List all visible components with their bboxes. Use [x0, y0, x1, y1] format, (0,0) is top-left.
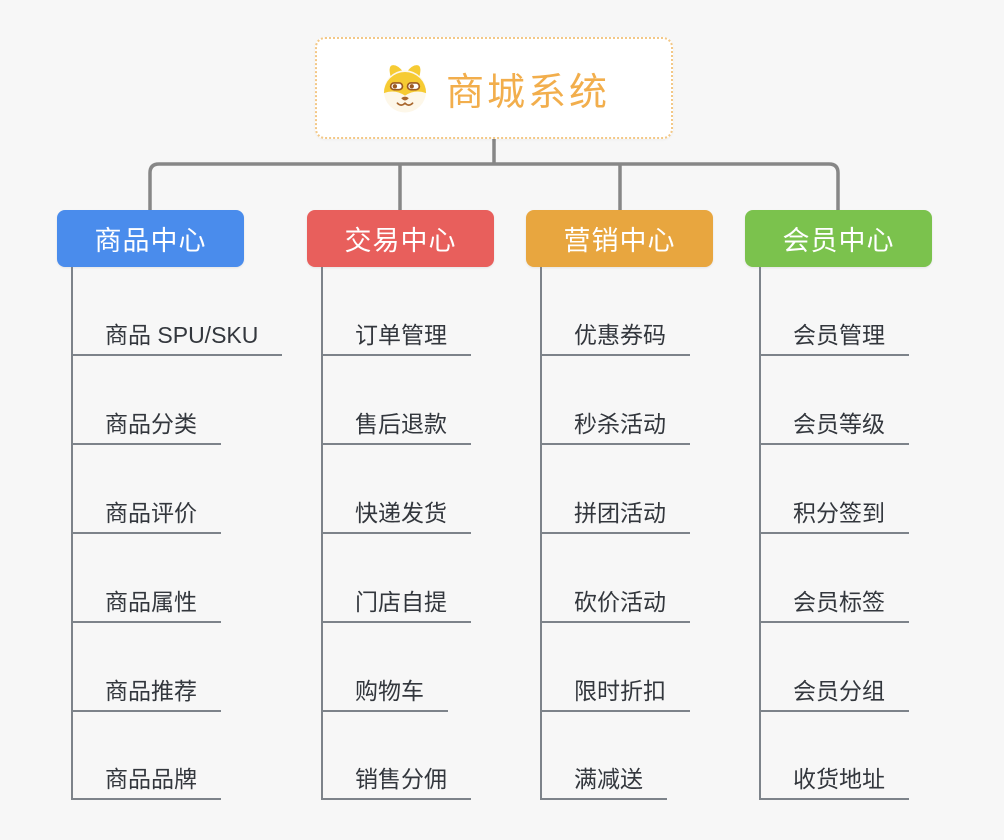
leaf-node[interactable]: 订单管理 — [321, 316, 471, 356]
leaf-node[interactable]: 砍价活动 — [540, 583, 690, 623]
leaf-node[interactable]: 收货地址 — [759, 760, 909, 800]
leaf-node[interactable]: 秒杀活动 — [540, 405, 690, 445]
leaf-node[interactable]: 商品推荐 — [71, 672, 221, 712]
branch-node-member-center[interactable]: 会员中心 — [745, 210, 932, 267]
leaf-node[interactable]: 售后退款 — [321, 405, 471, 445]
branch-member-center: 会员中心 会员管理 会员等级 积分签到 会员标签 会员分组 收货地址 — [745, 210, 1004, 810]
leaf-node[interactable]: 商品分类 — [71, 405, 221, 445]
doge-icon — [383, 65, 427, 113]
root-node[interactable]: 商城系统 — [315, 37, 673, 139]
leaf-node[interactable]: 商品评价 — [71, 494, 221, 534]
leaf-node[interactable]: 商品 SPU/SKU — [71, 316, 283, 356]
branch-node-product-center[interactable]: 商品中心 — [57, 210, 244, 267]
branch-marketing-center: 营销中心 优惠券码 秒杀活动 拼团活动 砍价活动 限时折扣 满减送 — [526, 210, 796, 810]
leaf-node[interactable]: 门店自提 — [321, 583, 471, 623]
leaf-node[interactable]: 商品品牌 — [71, 760, 221, 800]
leaf-node[interactable]: 快递发货 — [321, 494, 471, 534]
leaf-node[interactable]: 购物车 — [321, 672, 448, 712]
branch-product-center: 商品中心 商品 SPU/SKU 商品分类 商品评价 商品属性 商品推荐 商品品牌 — [57, 210, 327, 810]
branch-node-marketing-center[interactable]: 营销中心 — [526, 210, 713, 267]
leaf-node[interactable]: 满减送 — [540, 760, 667, 800]
leaf-node[interactable]: 优惠券码 — [540, 316, 690, 356]
leaf-node[interactable]: 限时折扣 — [540, 672, 690, 712]
leaf-node[interactable]: 会员分组 — [759, 672, 909, 712]
branch-trade-center: 交易中心 订单管理 售后退款 快递发货 门店自提 购物车 销售分佣 — [307, 210, 577, 810]
root-node-title: 商城系统 — [445, 71, 610, 114]
leaf-node[interactable]: 积分签到 — [759, 494, 909, 534]
leaf-node[interactable]: 销售分佣 — [321, 760, 471, 800]
leaf-node[interactable]: 商品属性 — [71, 583, 221, 623]
leaf-node[interactable]: 会员等级 — [759, 405, 909, 445]
branch-node-trade-center[interactable]: 交易中心 — [307, 210, 494, 267]
leaf-node[interactable]: 拼团活动 — [540, 494, 690, 534]
leaf-node[interactable]: 会员标签 — [759, 583, 909, 623]
bus-connector — [148, 162, 840, 211]
leaf-node[interactable]: 会员管理 — [759, 316, 909, 356]
